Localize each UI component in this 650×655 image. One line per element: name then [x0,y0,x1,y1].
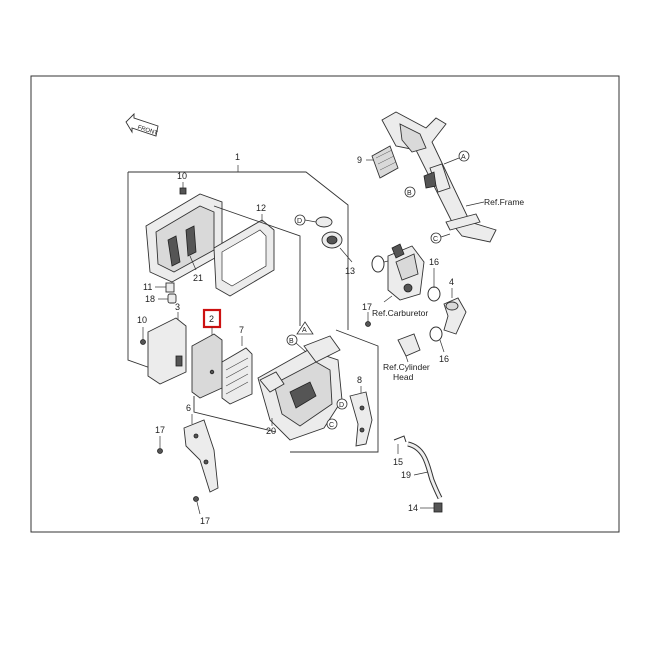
part-label-10-top: 10 [177,171,187,181]
air-box-housing: 20 [257,335,343,441]
part-label-19: 19 [401,470,411,480]
plug-14: 14 [408,502,443,513]
part-label-9: 9 [357,155,362,165]
ref-cylinder-label-1: Ref.Cylinder [383,362,430,372]
part-label-16-lower: 16 [439,354,449,364]
part-label-3: 3 [175,302,180,312]
assembly-bracket-1: 1 [127,152,349,371]
rubber-pad-9: 9 [357,145,399,179]
screw-10-top: 10 [177,171,187,195]
marker-c-upper: C [430,232,451,244]
gasket-12: 12 [213,203,301,326]
svg-text:C: C [433,236,438,243]
part-label-6: 6 [186,403,191,413]
clamp-16-upper: 16 [427,257,441,302]
part-label-21: 21 [193,273,203,283]
ref-frame-label: Ref.Frame [484,197,524,207]
svg-text:B: B [289,338,294,345]
frame-tube [381,111,497,243]
svg-text:C: C [329,422,334,429]
part-label-14: 14 [408,503,418,513]
part-label-1: 1 [235,152,240,162]
carburetor: Ref.Carburetor [372,243,428,318]
part-label-17-upper: 17 [362,302,372,312]
front-arrow-icon: FRONT [125,112,159,137]
intake-pipe-4: 4 [443,277,467,335]
filter-element-2: 2 [191,308,223,399]
part-label-7: 7 [239,325,244,335]
svg-text:A: A [302,327,307,334]
marker-d-upper: D [294,214,333,228]
part-label-18: 18 [145,294,155,304]
intake-joint-13: 13 [321,231,355,276]
bolt-17-upper: 17 [362,302,372,327]
part-label-20: 20 [266,426,276,436]
filter-frame-7: 7 [221,325,253,405]
part-label-8: 8 [357,375,362,385]
part-label-13: 13 [345,266,355,276]
screw-10-left: 10 [137,315,147,345]
bracket-8: 8 [349,375,373,447]
drain-hose-19: 19 [401,441,443,500]
cylinder-head-joint: Ref.Cylinder Head [383,333,430,382]
svg-text:D: D [339,402,344,409]
bracket-6: 6 [183,403,219,493]
marker-c-lower: C [326,418,338,430]
grommet-18: 18 [145,293,177,304]
part-label-16-upper: 16 [429,257,439,267]
airbox-cover: 21 [145,193,223,283]
ref-carburetor-label: Ref.Carburetor [372,308,428,318]
marker-a-lower: A [296,321,314,335]
marker-d-lower: D [336,398,348,410]
part-label-12: 12 [256,203,266,213]
clip-11: 11 [143,282,175,293]
marker-a-upper: A [443,150,470,165]
part-label-2: 2 [209,314,214,324]
clip-15: 15 [393,435,407,467]
part-label-11: 11 [143,282,152,292]
ref-frame: Ref.Frame [465,197,524,207]
svg-text:D: D [297,218,302,225]
diagram-frame [30,75,620,533]
svg-text:A: A [461,154,466,161]
ref-cylinder-label-2: Head [393,372,414,382]
element-cover-3: 3 [147,302,187,385]
marker-b-lower: B [286,334,307,353]
clamp-16-lower: 16 [429,326,449,364]
marker-b-upper: B [404,186,416,198]
svg-text:B: B [407,190,412,197]
part-label-17-bottom: 17 [200,516,210,526]
part-label-17-left: 17 [155,425,165,435]
bolt-17-bottom: 17 [193,496,210,526]
bolt-17-left: 17 [155,425,165,454]
part-label-15: 15 [393,457,403,467]
part-label-4: 4 [449,277,454,287]
part-label-10-left: 10 [137,315,147,325]
